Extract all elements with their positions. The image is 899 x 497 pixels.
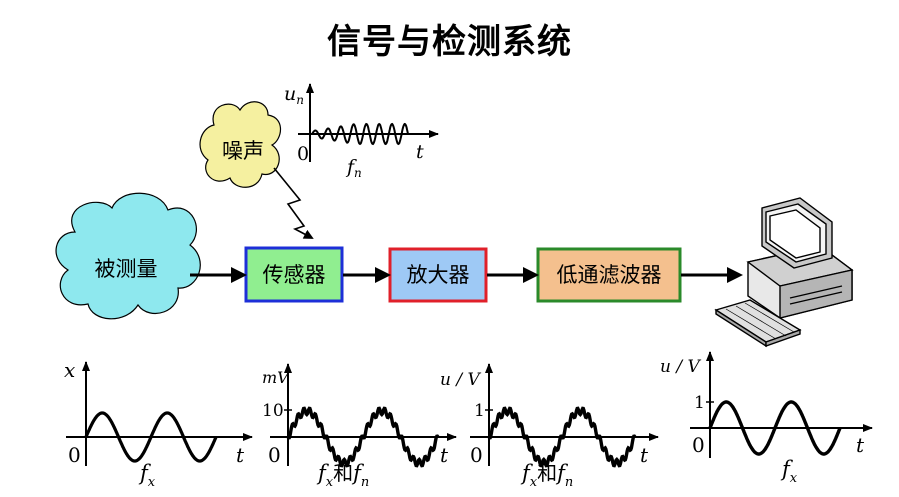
plot-measurand-y-label: x [64, 358, 75, 382]
plot-measurand-origin: 0 [68, 443, 81, 467]
amplifier-label: 放大器 [407, 263, 470, 287]
plot-amplifier-waveform [487, 406, 637, 468]
plot-filter-output: u / V 1 0 t fx [660, 351, 873, 486]
sensor-block: 传感器 [244, 246, 344, 303]
noise-plot-caption: fn [345, 156, 362, 180]
plot-sensor-y-label: mV [262, 368, 290, 387]
plot-measurand-x-label: t [236, 443, 245, 467]
amplifier-block: 放大器 [388, 247, 488, 303]
plot-filter-waveform [708, 400, 842, 456]
plot-measurand: x 0 t fx [64, 358, 253, 490]
plot-amplifier-output: u / V 1 0 t fx和fn [440, 363, 659, 490]
plot-filter-x-label: t [856, 433, 865, 457]
plot-amplifier-x-label: t [640, 443, 649, 467]
plot-amplifier-y-label: u / V [440, 370, 481, 390]
plot-filter-y-label: u / V [660, 357, 701, 377]
noise-label: 噪声 [222, 139, 264, 163]
lightning-icon [273, 167, 314, 239]
plot-sensor-origin: 0 [268, 443, 281, 467]
lowpass-block: 低通滤波器 [536, 247, 682, 303]
plot-measurand-waveform [84, 411, 218, 463]
noise-cloud: 噪声 [199, 101, 282, 188]
computer-icon [714, 197, 854, 348]
plot-sensor-tick-label: 10 [262, 401, 284, 421]
noise-plot-x-label: t [416, 141, 424, 163]
noise-waveform [311, 122, 409, 146]
noise-plot: un 0 t fn [284, 83, 439, 180]
plot-sensor-caption: fx和fn [316, 461, 369, 490]
lowpass-label: 低通滤波器 [557, 263, 662, 287]
plot-sensor-x-label: t [440, 443, 449, 467]
measurand-cloud: 被测量 [55, 192, 201, 320]
plot-filter-origin: 0 [692, 433, 705, 457]
plot-amplifier-tick-label: 1 [474, 401, 485, 421]
plot-measurand-caption: fx [138, 461, 156, 490]
plot-sensor-waveform [286, 406, 440, 468]
plot-amplifier-caption: fx和fn [520, 461, 573, 490]
plot-sensor-output: mV 10 0 t fx和fn [262, 363, 457, 490]
measurand-label: 被测量 [95, 257, 158, 281]
noise-plot-origin: 0 [297, 143, 309, 165]
plot-filter-tick-label: 1 [694, 393, 705, 413]
noise-plot-y-label: un [284, 83, 304, 107]
sensor-label: 传感器 [263, 263, 326, 287]
plot-filter-caption: fx [780, 457, 798, 486]
plot-amplifier-origin: 0 [470, 443, 483, 467]
page-title: 信号与检测系统 [327, 22, 572, 62]
